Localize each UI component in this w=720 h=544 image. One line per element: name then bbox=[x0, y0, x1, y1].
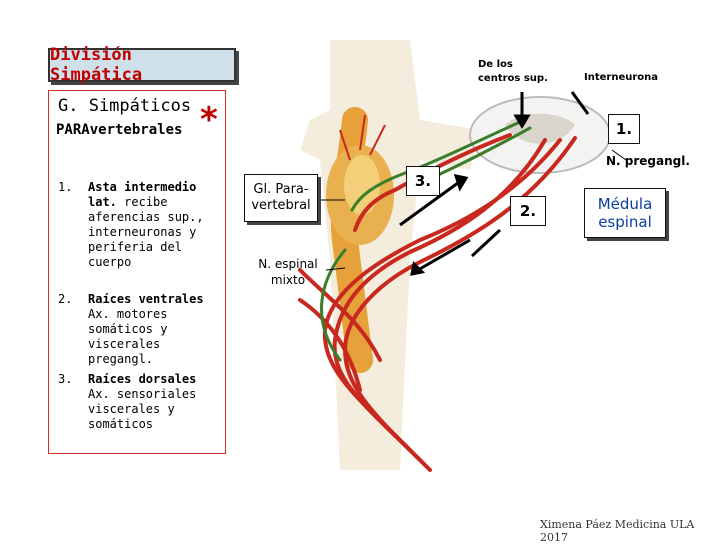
number-2: 2. bbox=[510, 196, 546, 226]
panel-subheading: PARAvertebrales bbox=[56, 122, 183, 138]
list-item-1: 1. Asta intermedio lat. recibe aferencia… bbox=[58, 180, 204, 269]
label-centros-sup: De los centros sup. bbox=[478, 59, 548, 84]
page-title: División Simpática bbox=[50, 45, 143, 85]
credit-text: Ximena Páez Medicina ULA 2017 bbox=[540, 518, 695, 544]
arrow-interneurona bbox=[570, 91, 590, 115]
label-n-espinal: N. espinal mixto bbox=[258, 257, 318, 287]
label-interneurona: Interneurona bbox=[584, 72, 659, 83]
number-3: 3. bbox=[406, 166, 440, 196]
arrow-1 bbox=[470, 228, 502, 258]
label-n-pregangl: N. pregangl. bbox=[606, 154, 690, 168]
info-panel bbox=[48, 90, 226, 454]
panel-heading: G. Simpáticos bbox=[58, 96, 192, 116]
number-1: 1. bbox=[608, 114, 640, 144]
label-medula-espinal: Médula espinal bbox=[584, 188, 666, 238]
arrow-3 bbox=[399, 178, 463, 227]
asterisk-marker: * bbox=[200, 100, 218, 140]
title-box: División Simpática bbox=[48, 45, 236, 85]
arrow-2 bbox=[417, 238, 471, 272]
label-gl-paravertebral: Gl. Para-vertebral bbox=[244, 174, 318, 222]
